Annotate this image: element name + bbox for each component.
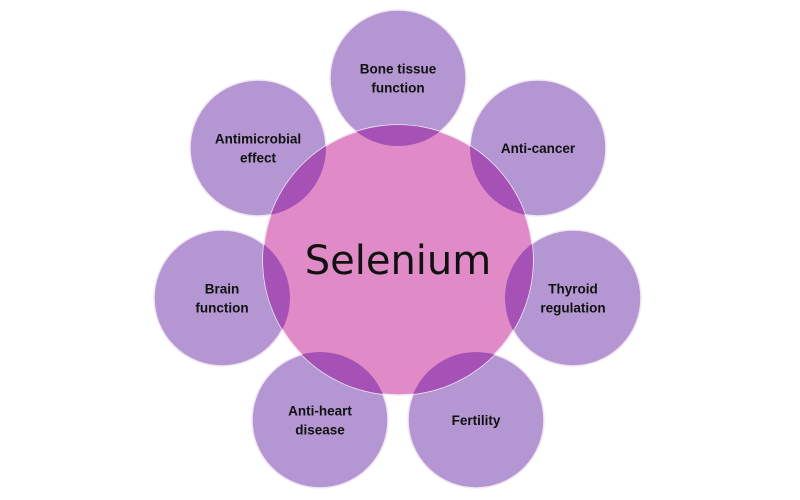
overlap-region [470, 125, 533, 216]
overlap-region [263, 125, 326, 216]
benefit-label: disease [295, 423, 345, 438]
benefit-label: regulation [540, 301, 605, 316]
benefit-label: effect [240, 151, 277, 166]
benefit-label: Antimicrobial [215, 132, 301, 147]
center-label: Selenium [305, 238, 492, 284]
benefit-label: Bone tissue [360, 62, 437, 77]
benefit-label: Thyroid [548, 282, 598, 297]
benefit-label: Brain [205, 282, 240, 297]
benefit-label: function [195, 301, 248, 316]
benefit-label: Anti-cancer [501, 141, 576, 156]
benefit-label: Fertility [452, 413, 501, 428]
benefit-label: function [371, 81, 424, 96]
benefit-label: Anti-heart [288, 404, 352, 419]
